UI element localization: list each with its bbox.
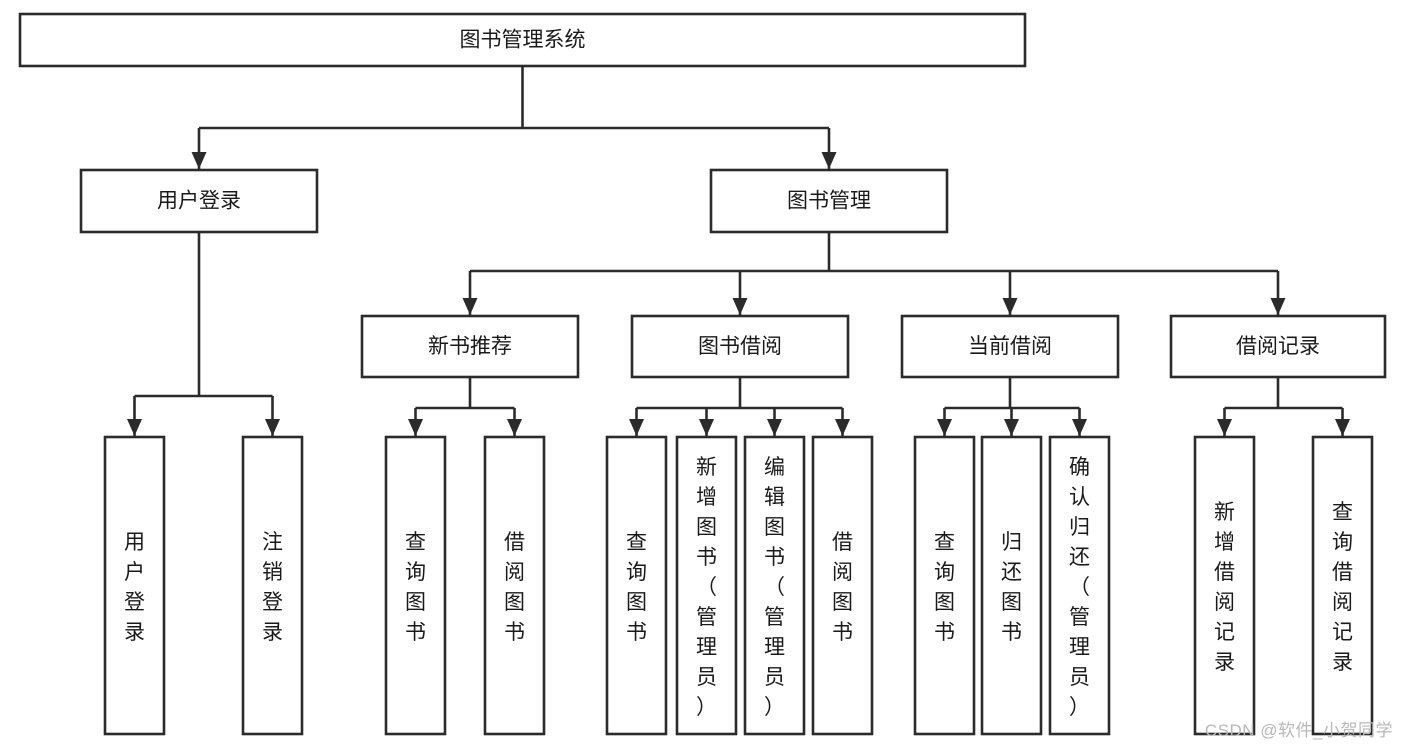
edge-group-user-login — [127, 232, 280, 436]
node-box[interactable] — [913, 435, 976, 736]
node-label: 查询图书 — [934, 531, 955, 644]
node-rec-query-record[interactable]: 查询借阅记录 — [1311, 435, 1374, 736]
node-label: 图书借阅 — [698, 335, 782, 358]
node-box[interactable] — [709, 168, 949, 234]
node-label: 新增图书（管理员） — [696, 456, 717, 719]
node-label: 当前借阅 — [968, 335, 1052, 358]
node-user-login-do[interactable]: 用户登录 — [103, 435, 166, 736]
edge-arrow-icon — [408, 419, 423, 436]
node-label: 用户登录 — [157, 190, 241, 213]
edge-arrow-icon — [732, 298, 748, 315]
node-label: 新书推荐 — [428, 335, 512, 358]
node-layer: 图书管理系统用户登录图书管理新书推荐图书借阅当前借阅借阅记录用户登录注销登录查询… — [18, 12, 1387, 736]
node-box[interactable] — [384, 435, 447, 736]
node-label: 借阅图书 — [504, 531, 525, 644]
edge-arrow-icon — [1004, 419, 1019, 436]
node-label: 查询借阅记录 — [1332, 501, 1353, 674]
node-current-borrow[interactable]: 当前借阅 — [900, 314, 1120, 379]
node-box[interactable] — [630, 314, 850, 379]
node-box[interactable] — [1169, 314, 1387, 379]
node-box[interactable] — [103, 435, 166, 736]
edge-arrow-icon — [699, 419, 714, 436]
edge-group-root — [191, 66, 837, 169]
csdn-watermark: CSDN @软件_小贺同学 — [1204, 721, 1393, 740]
node-book-manage[interactable]: 图书管理 — [709, 168, 949, 234]
node-borrow-add-book[interactable]: 新增图书（管理员） — [675, 435, 738, 736]
edge-arrow-icon — [629, 419, 644, 436]
node-label: 借阅图书 — [832, 531, 853, 644]
node-label: 编辑图书（管理员） — [764, 456, 785, 719]
edge-arrow-icon — [1270, 298, 1286, 315]
node-box[interactable] — [360, 314, 580, 379]
edge-arrow-icon — [191, 152, 207, 169]
node-label: 归还图书 — [1001, 531, 1022, 644]
edge-layer — [127, 66, 1350, 436]
node-label: 确认归还（管理员） — [1069, 456, 1090, 719]
node-rec-borrow-book[interactable]: 借阅图书 — [483, 435, 546, 736]
edge-arrow-icon — [937, 419, 952, 436]
edge-arrow-icon — [1217, 419, 1232, 436]
node-box[interactable] — [18, 12, 1027, 68]
node-user-logout[interactable]: 注销登录 — [241, 435, 304, 736]
node-box[interactable] — [1311, 435, 1374, 736]
edge-group-borrow-record — [1217, 377, 1350, 436]
edge-arrow-icon — [265, 419, 280, 436]
node-cur-confirm-return[interactable]: 确认归还（管理员） — [1048, 435, 1111, 736]
node-cur-query-book[interactable]: 查询图书 — [913, 435, 976, 736]
node-label: 用户登录 — [124, 531, 145, 644]
node-label: 借阅记录 — [1236, 335, 1320, 358]
edge-arrow-icon — [821, 152, 837, 169]
node-label: 新增借阅记录 — [1214, 501, 1235, 674]
edge-group-book-borrow — [629, 377, 850, 436]
node-rec-query-book[interactable]: 查询图书 — [384, 435, 447, 736]
node-box[interactable] — [811, 435, 874, 736]
node-box[interactable] — [241, 435, 304, 736]
node-borrow-edit-book[interactable]: 编辑图书（管理员） — [743, 435, 806, 736]
node-label: 注销登录 — [262, 531, 283, 644]
node-box[interactable] — [1048, 435, 1111, 736]
node-borrow-query-book[interactable]: 查询图书 — [605, 435, 668, 736]
node-rec-add-record[interactable]: 新增借阅记录 — [1193, 435, 1256, 736]
edge-group-new-book-recommend — [408, 377, 522, 436]
node-label: 查询图书 — [405, 531, 426, 644]
node-label: 图书管理 — [787, 190, 871, 213]
node-borrow-borrow-book[interactable]: 借阅图书 — [811, 435, 874, 736]
edge-arrow-icon — [1072, 419, 1087, 436]
edge-arrow-icon — [127, 419, 142, 436]
node-box[interactable] — [1193, 435, 1256, 736]
node-box[interactable] — [675, 435, 738, 736]
edge-arrow-icon — [1335, 419, 1350, 436]
edge-arrow-icon — [1002, 298, 1018, 315]
edge-group-current-borrow — [937, 377, 1087, 436]
node-cur-return-book[interactable]: 归还图书 — [980, 435, 1043, 736]
node-box[interactable] — [743, 435, 806, 736]
node-label: 查询图书 — [626, 531, 647, 644]
edge-arrow-icon — [462, 298, 478, 315]
node-user-login[interactable]: 用户登录 — [79, 168, 319, 234]
node-root[interactable]: 图书管理系统 — [18, 12, 1027, 68]
edge-arrow-icon — [835, 419, 850, 436]
node-book-borrow[interactable]: 图书借阅 — [630, 314, 850, 379]
node-new-book-recommend[interactable]: 新书推荐 — [360, 314, 580, 379]
node-box[interactable] — [79, 168, 319, 234]
node-box[interactable] — [980, 435, 1043, 736]
node-box[interactable] — [605, 435, 668, 736]
node-borrow-record[interactable]: 借阅记录 — [1169, 314, 1387, 379]
node-box[interactable] — [483, 435, 546, 736]
edge-arrow-icon — [767, 419, 782, 436]
edge-arrow-icon — [507, 419, 522, 436]
node-box[interactable] — [900, 314, 1120, 379]
node-label: 图书管理系统 — [460, 29, 586, 52]
edge-group-book-manage — [462, 232, 1286, 315]
